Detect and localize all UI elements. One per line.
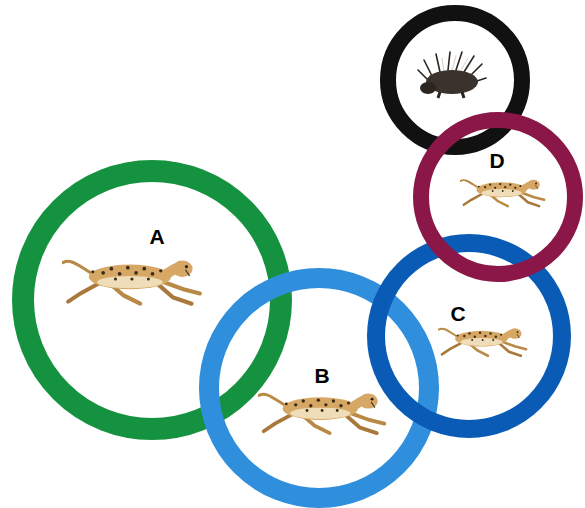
ring-letter: C (450, 303, 465, 324)
ring-circle (421, 120, 575, 274)
porcupine-figure (418, 52, 486, 98)
ring-letter: A (149, 226, 164, 247)
ring-letter: B (314, 365, 329, 386)
cheetah-figure (259, 394, 384, 434)
cheetah-figure (63, 260, 200, 303)
cheetah-figure (439, 328, 526, 356)
ring-node: D (413, 112, 583, 282)
cheetah-figure (461, 180, 545, 206)
ring-outline (413, 112, 583, 282)
ring-letter: D (489, 150, 504, 171)
